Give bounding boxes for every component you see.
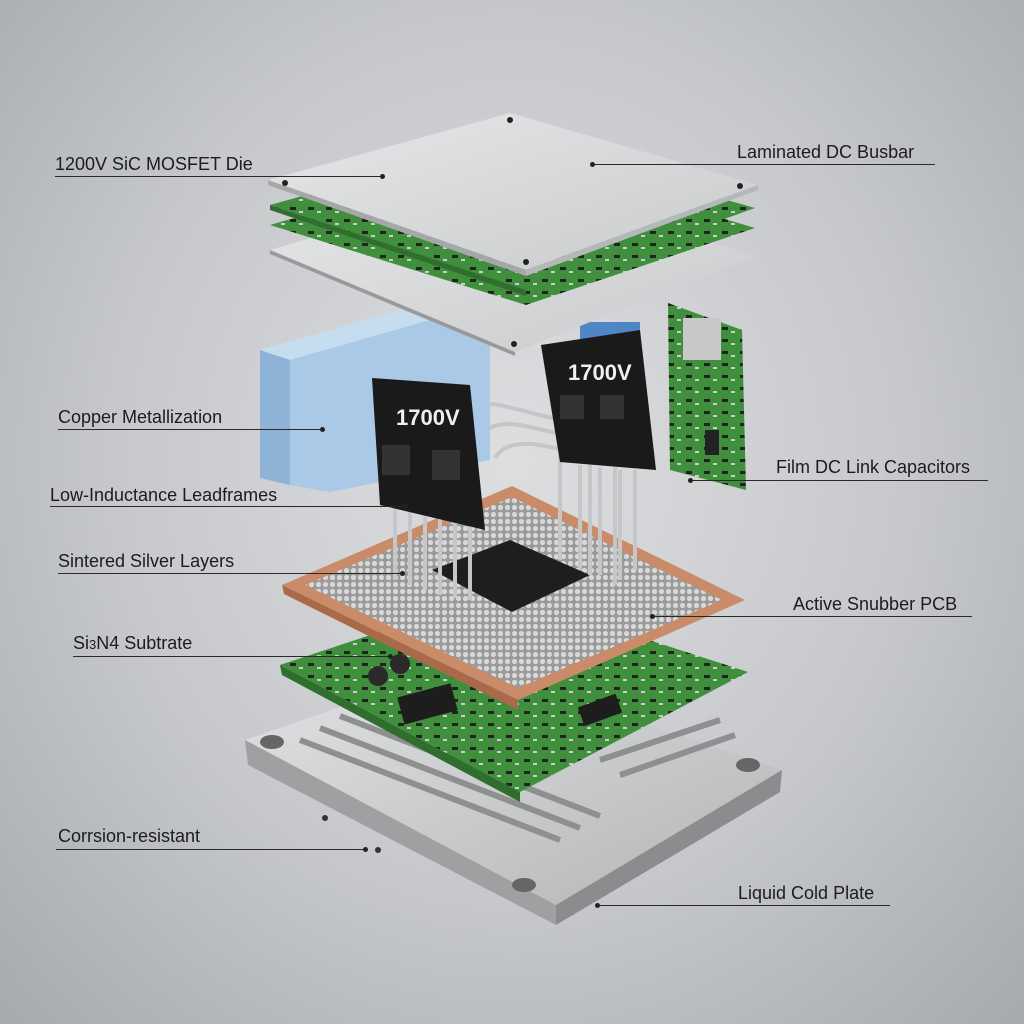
label-leadframes: Low-Inductance Leadframes	[50, 485, 278, 505]
label-copper-metallization: Copper Metallization	[58, 407, 223, 427]
label-snubber-pcb: Active Snubber PCB	[793, 594, 958, 614]
substrate-prefix: Si	[73, 633, 90, 653]
label-substrate: Si3N4 Subtrate	[73, 633, 192, 655]
label-sintered-silver: Sintered Silver Layers	[58, 551, 235, 571]
laminated-dc-busbar-stack	[268, 113, 758, 356]
sic-module-chip-right: 1700V	[541, 330, 656, 470]
leader-line	[690, 480, 988, 481]
chip-rating-left: 1700V	[396, 405, 460, 430]
leader-dot	[688, 478, 693, 483]
leader-line	[597, 905, 890, 906]
chip-rating-right: 1700V	[568, 360, 632, 385]
leader-line	[58, 429, 322, 430]
leader-dot	[400, 571, 405, 576]
leader-dot	[388, 654, 393, 659]
sic-module-chip-left: 1700V	[372, 378, 485, 530]
label-busbar: Laminated DC Busbar	[737, 142, 915, 162]
leader-line	[50, 506, 405, 507]
leader-dot	[595, 903, 600, 908]
leader-dot	[380, 174, 385, 179]
label-mosfet-die: 1200V SiC MOSFET Die	[55, 154, 253, 174]
film-capacitor-pcb	[668, 303, 746, 490]
label-corrosion-resistant: Corrsion-resistant	[58, 826, 201, 846]
leader-dot	[320, 427, 325, 432]
leader-dot	[650, 614, 655, 619]
leader-line	[652, 616, 972, 617]
leader-line	[592, 164, 935, 165]
leader-dot	[590, 162, 595, 167]
leader-line	[55, 176, 382, 177]
leader-line	[58, 573, 402, 574]
label-film-capacitors: Film DC Link Capacitors	[776, 457, 971, 477]
label-cold-plate: Liquid Cold Plate	[738, 883, 875, 903]
leader-line	[56, 849, 365, 850]
leader-line	[73, 656, 390, 657]
leader-dot	[403, 504, 408, 509]
substrate-subscript: 3	[89, 637, 97, 652]
leader-dot	[363, 847, 368, 852]
substrate-suffix: N4 Subtrate	[96, 633, 193, 653]
